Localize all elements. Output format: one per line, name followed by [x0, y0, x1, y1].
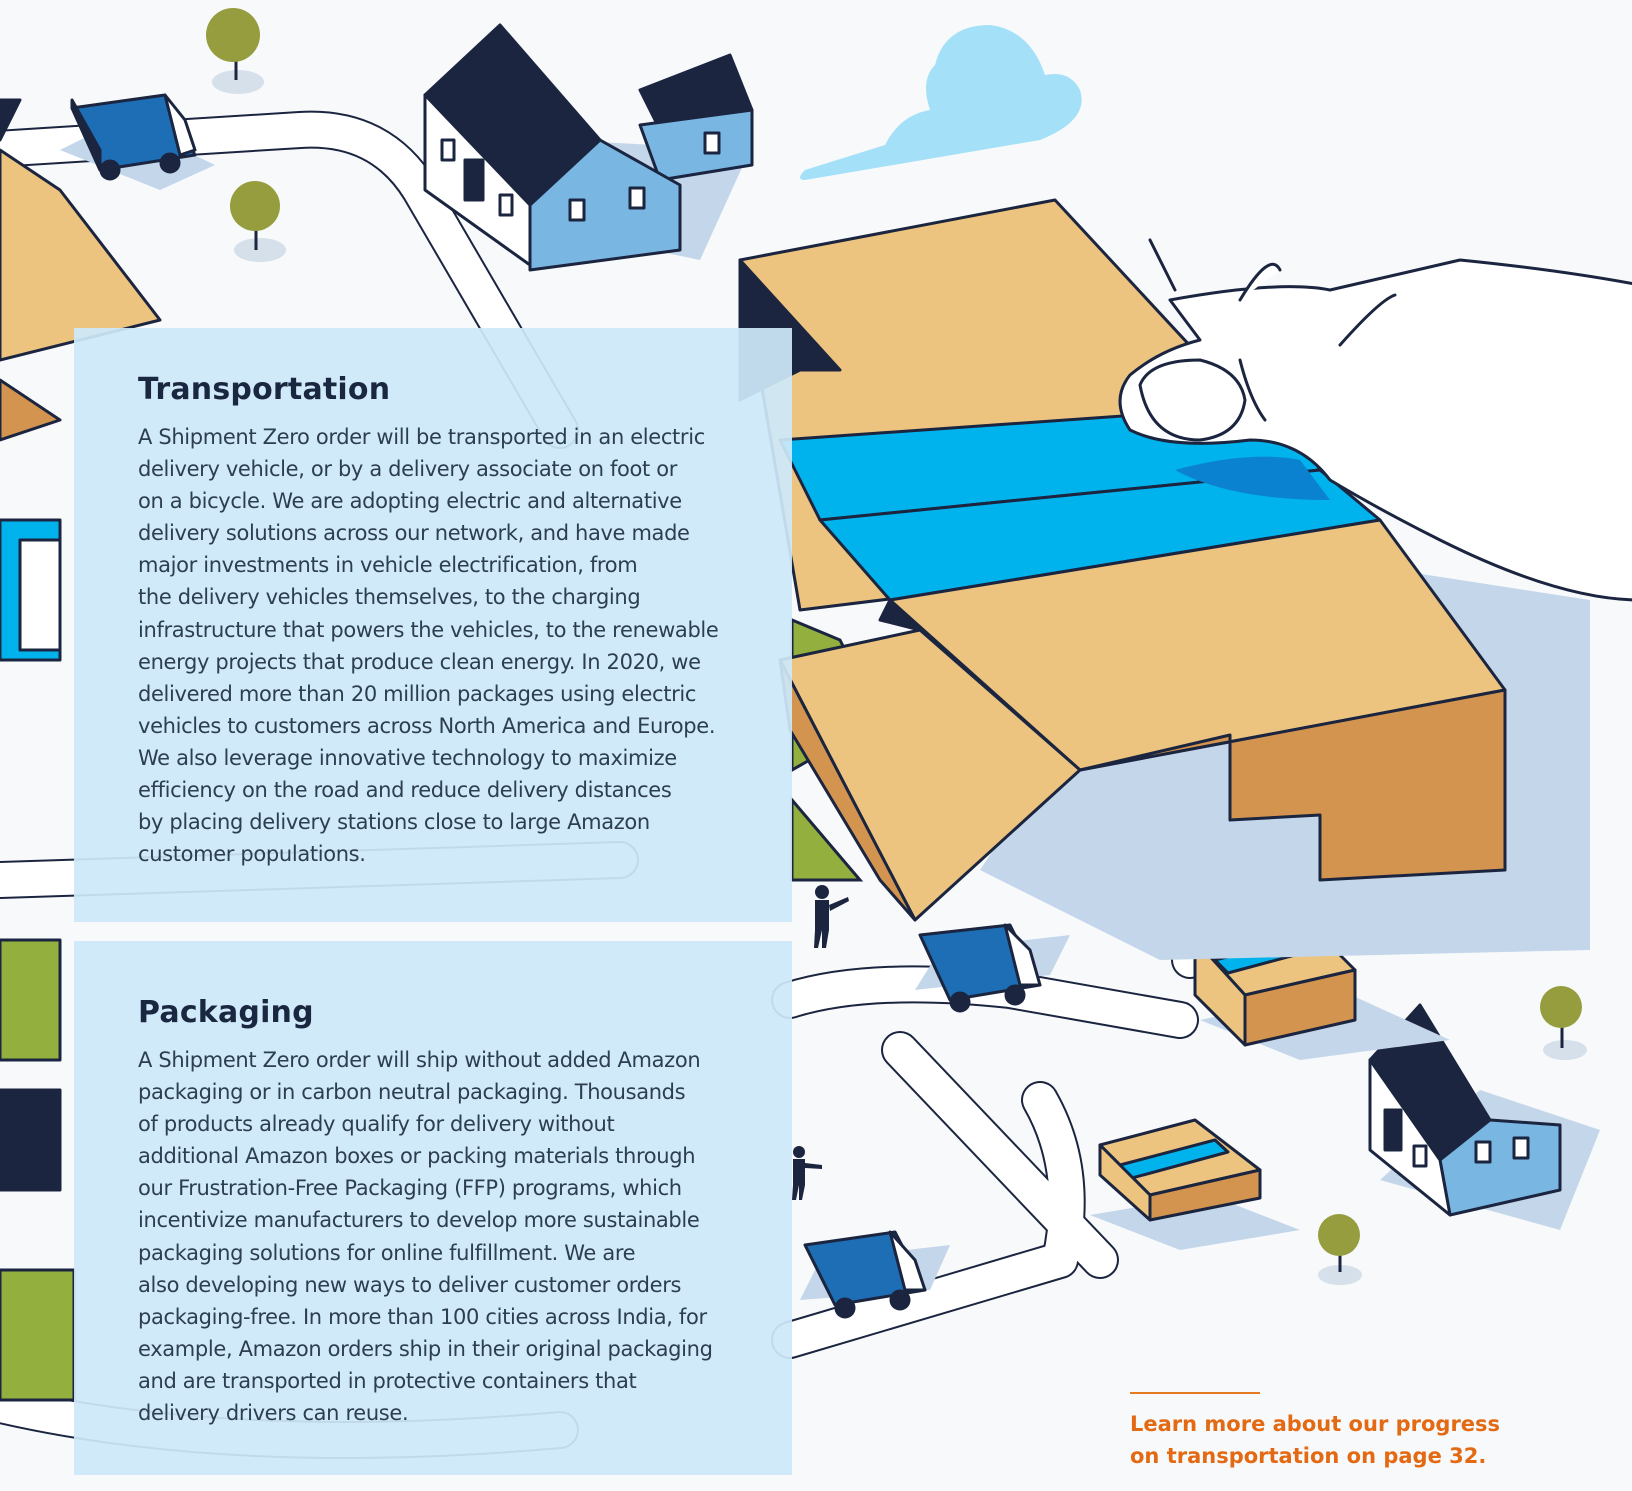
packaging-panel: Packaging A Shipment Zero order will shi…	[74, 941, 792, 1475]
learn-more-link[interactable]: Learn more about our progress on transpo…	[1130, 1412, 1501, 1468]
callout-divider	[1130, 1392, 1260, 1394]
house-icon	[1368, 1003, 1600, 1230]
hand-icon	[1118, 238, 1632, 602]
packaging-body: A Shipment Zero order will ship without …	[138, 1048, 713, 1426]
tree-icon	[230, 181, 286, 262]
left-buildings	[0, 98, 162, 1402]
transportation-panel: Transportation A Shipment Zero order wil…	[74, 328, 792, 922]
person-icon	[814, 885, 849, 948]
delivery-van-icon	[60, 93, 215, 190]
house-icon	[423, 23, 754, 272]
delivery-van-icon	[800, 1230, 950, 1319]
transportation-heading: Transportation	[138, 372, 391, 407]
learn-more-callout: Learn more about our progress on transpo…	[1130, 1392, 1500, 1472]
packaging-heading: Packaging	[138, 995, 314, 1030]
delivery-van-icon	[915, 923, 1070, 1013]
tree-icon	[1318, 1214, 1362, 1285]
package-box-icon	[1193, 913, 1450, 1060]
hand-shadow	[1175, 456, 1330, 500]
tree-icon	[206, 8, 264, 94]
cloud-icon	[800, 25, 1082, 180]
large-package-box-icon	[738, 198, 1590, 960]
tree-icon	[1540, 986, 1587, 1060]
transportation-body: A Shipment Zero order will be transporte…	[138, 425, 719, 867]
package-box-icon	[1090, 1118, 1300, 1250]
person-icon	[792, 1146, 822, 1200]
